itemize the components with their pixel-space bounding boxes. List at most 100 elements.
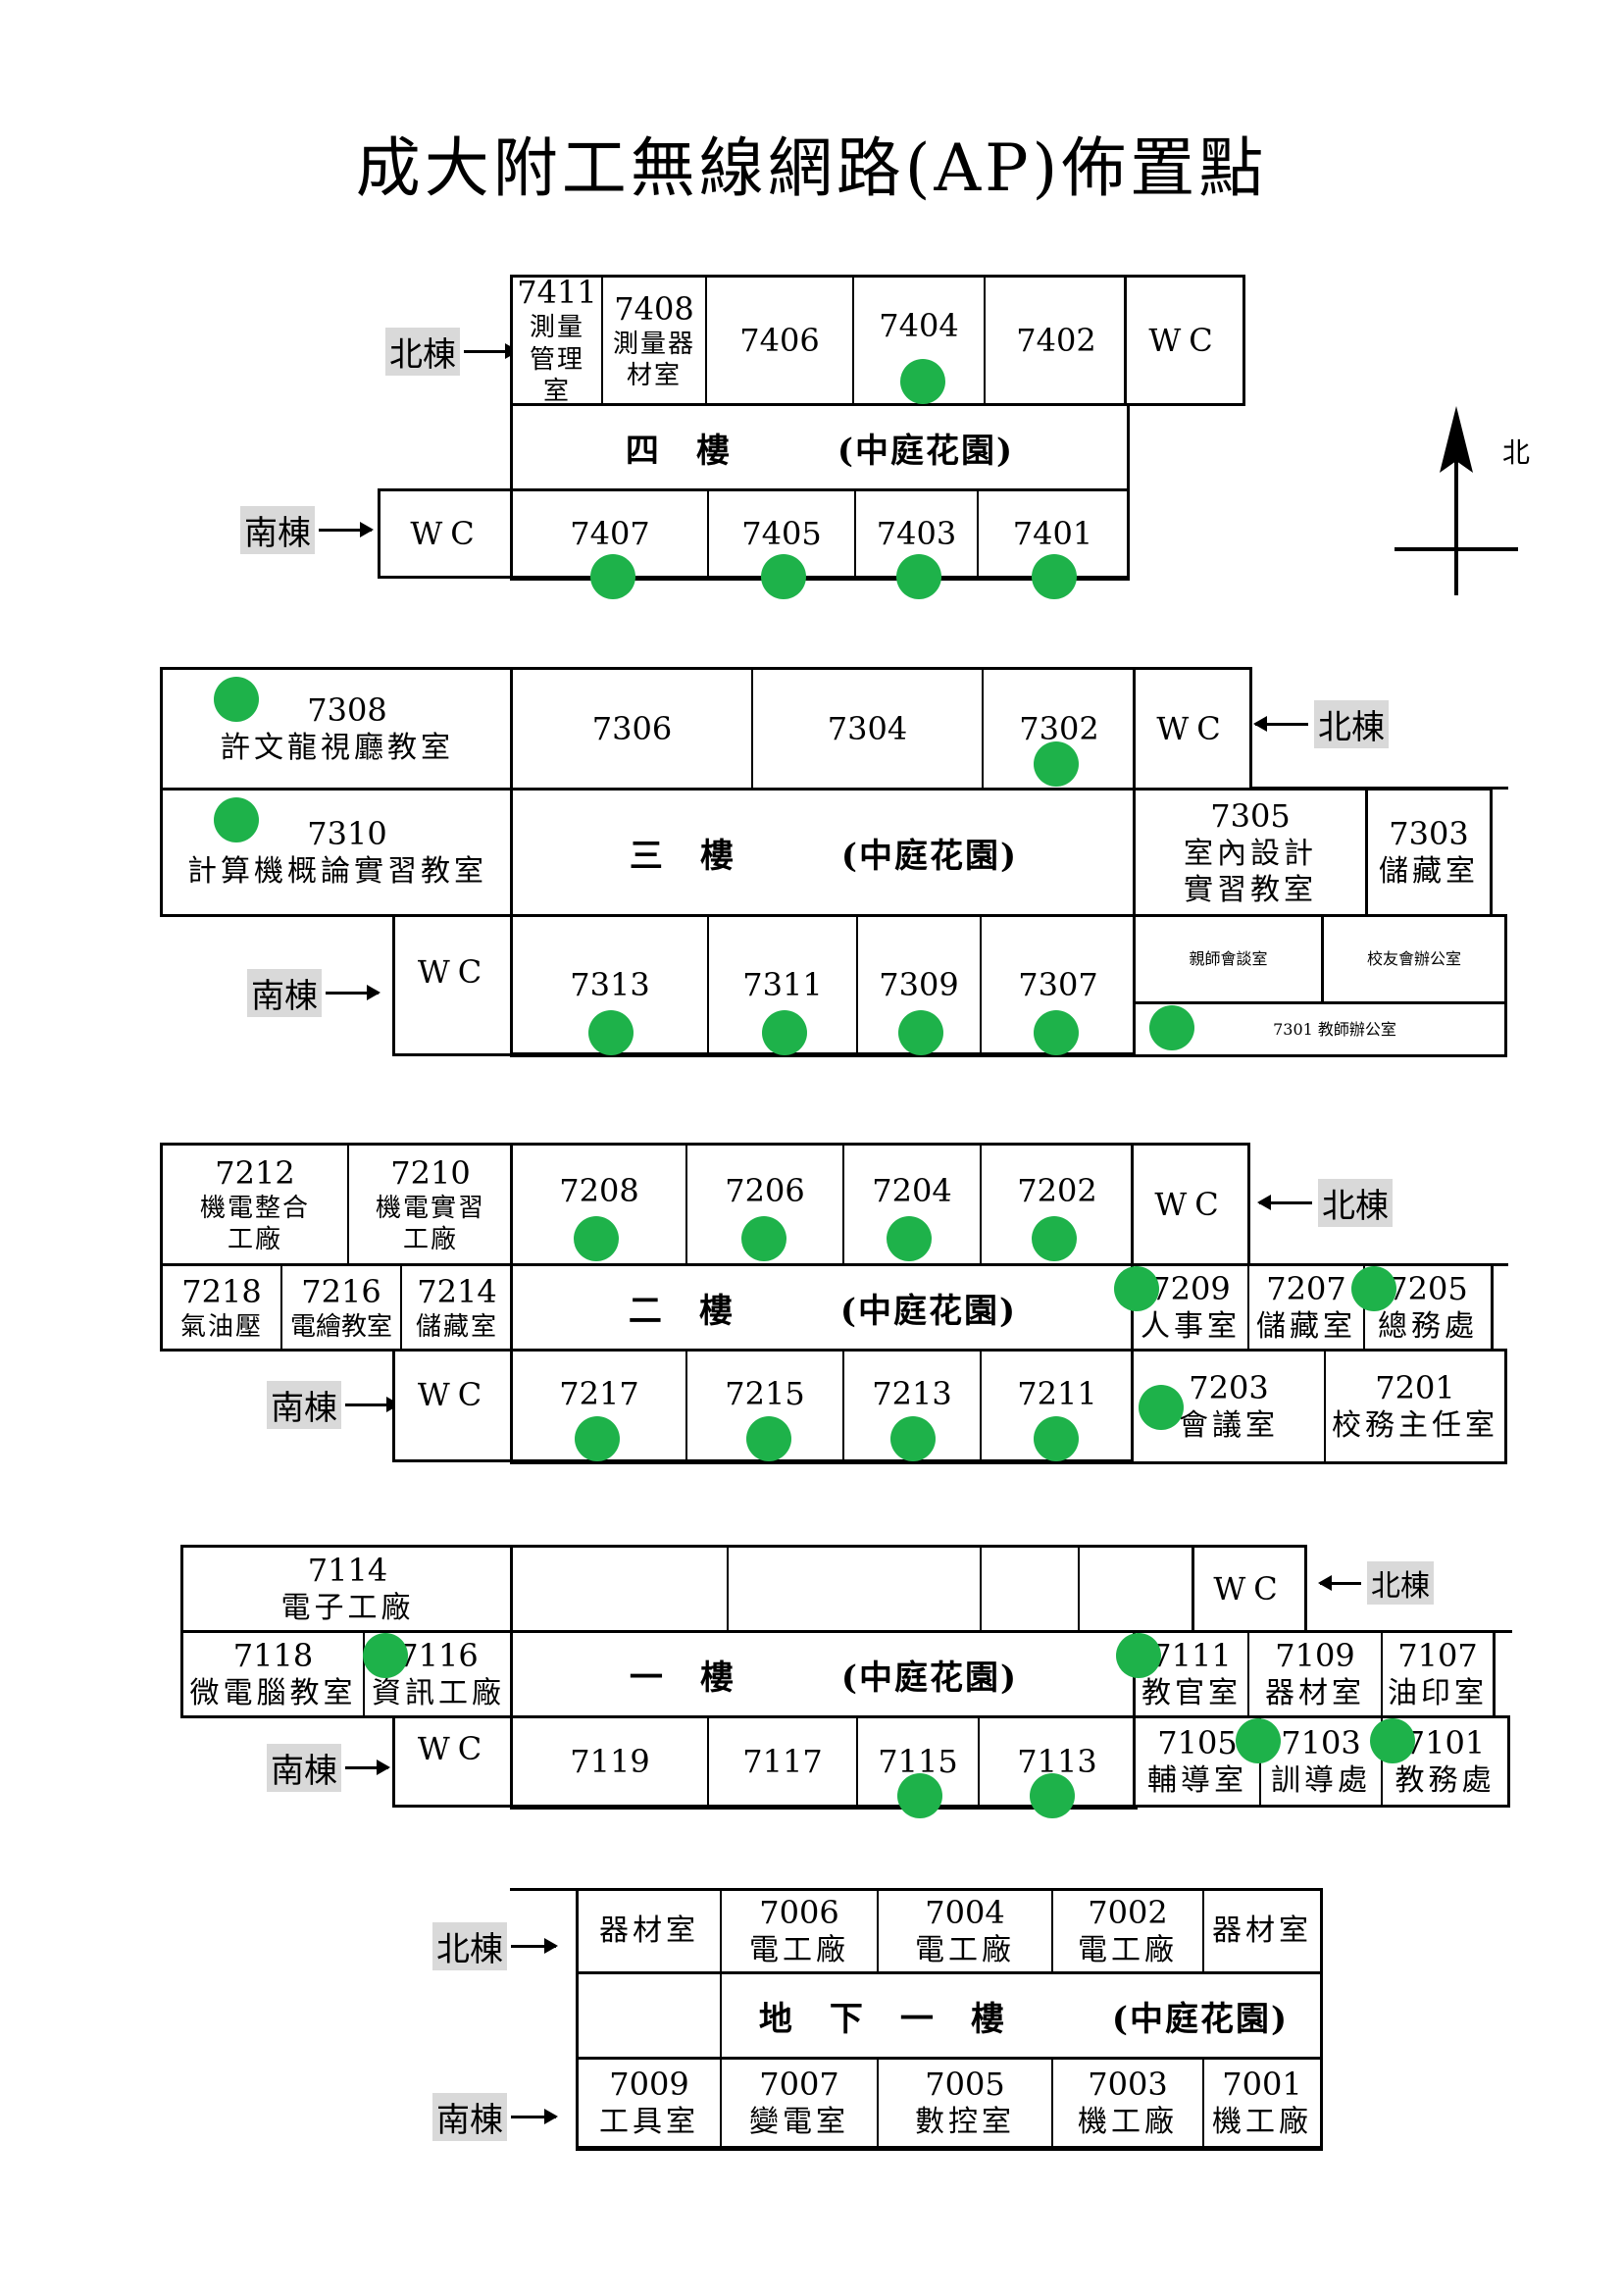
arrow-right-icon — [319, 522, 374, 537]
room-7109: 7109 器材室 — [1249, 1633, 1383, 1715]
b1-courtyard: 地 下 一 樓 (中庭花園) — [576, 1971, 1323, 2060]
arrow-right-icon — [345, 1760, 390, 1775]
room-7117: 7117 — [709, 1718, 858, 1805]
arrow-left-icon — [1257, 1195, 1312, 1210]
room-7404: 7404 — [854, 278, 986, 403]
b1-equipment-room-right: 器材室 — [1212, 1913, 1312, 1949]
arrow-right-icon — [345, 1397, 400, 1412]
f4-south-wc: WC — [378, 488, 515, 579]
room-7004: 7004 電工廠 — [879, 1891, 1053, 1971]
wing-label-north-2f: 北棟 — [1257, 1179, 1393, 1227]
f1-mid-right: 7111 教官室 7109 器材室 7107 油印室 — [1133, 1630, 1496, 1718]
wing-label-north-3f: 北棟 — [1253, 700, 1389, 748]
ap-point-7111 — [1116, 1633, 1161, 1678]
room-7207: 7207 儲藏室 — [1249, 1266, 1365, 1349]
ap-point-7205 — [1351, 1266, 1396, 1311]
wing-label-north-b1: 北棟 — [432, 1922, 558, 1970]
arrow-right-icon — [326, 985, 380, 1000]
f4-north-wc: WC — [1124, 275, 1245, 406]
room-7105: 7105 輔導室 — [1136, 1718, 1261, 1805]
room-7306: 7306 — [513, 670, 753, 788]
room-7205: 7205 總務處 — [1378, 1270, 1478, 1345]
b1-north-row: 器材室 7006 電工廠 7004 電工廠 7002 電工廠 器材室 — [576, 1888, 1323, 1974]
room-7003: 7003 機工廠 — [1053, 2060, 1204, 2146]
ap-point-7302 — [1034, 741, 1079, 787]
room-7208: 7208 — [513, 1146, 687, 1263]
arrow-right-icon — [511, 1938, 558, 1954]
room-7303: 7303 儲藏室 — [1365, 788, 1493, 917]
room-7202: 7202 — [1017, 1172, 1097, 1209]
room-7301: 7301 教師辦公室 — [1133, 1001, 1507, 1057]
room-7407: 7407 — [513, 491, 709, 576]
ap-point-7113 — [1030, 1773, 1075, 1818]
b1-equipment-room-left: 器材室 — [579, 1891, 722, 1971]
room-7305: 7305 室內設計 實習教室 — [1133, 788, 1368, 917]
room-7304: 7304 — [753, 670, 984, 788]
f1-north-room-2 — [729, 1548, 982, 1630]
ap-point-7115 — [897, 1773, 942, 1818]
room-7411: 7411 測量管理室 — [513, 274, 603, 406]
room-7203: 7203 會議室 — [1134, 1352, 1326, 1461]
f2-south-row: 7217 7215 7213 7211 — [510, 1349, 1136, 1464]
room-7116: 7116 資訊工廠 — [372, 1637, 505, 1711]
ap-point-7310 — [214, 797, 259, 842]
room-7103: 7103 訓導處 — [1261, 1718, 1383, 1805]
room-7007: 7007 變電室 — [722, 2060, 879, 2146]
ap-point-7403 — [896, 554, 941, 599]
wing-label-south-1f: 南棟 — [267, 1744, 390, 1792]
arrow-left-icon — [1318, 1574, 1361, 1591]
room-7406: 7406 — [707, 278, 854, 403]
room-7002: 7002 電工廠 — [1053, 1891, 1204, 1971]
room-alumni-office: 校友會辦公室 — [1321, 914, 1507, 1004]
ap-point-7103 — [1236, 1718, 1281, 1763]
ap-point-7404 — [900, 359, 945, 404]
ap-point-7203 — [1139, 1385, 1184, 1430]
ap-point-7308 — [214, 677, 259, 722]
f4-courtyard: 四 樓 (中庭花園) — [510, 403, 1130, 491]
f2-north-left: 7212 機電整合 工廠 7210 機電實習 工廠 — [160, 1143, 515, 1266]
f1-north-room-3 — [982, 1548, 1080, 1630]
f3-north-wc: WC — [1133, 667, 1252, 791]
room-7001: 7001 機工廠 — [1212, 2066, 1312, 2140]
room-7311: 7311 — [709, 917, 858, 1052]
room-7111: 7111 教官室 — [1136, 1633, 1249, 1715]
arrow-right-icon — [464, 343, 519, 359]
room-7201: 7201 校務主任室 — [1332, 1369, 1498, 1444]
room-7217: 7217 — [513, 1352, 687, 1459]
ap-point-7213 — [890, 1416, 936, 1461]
room-7101: 7101 教務處 — [1395, 1724, 1496, 1799]
f1-south-right: 7105 輔導室 7103 訓導處 7101 教務處 — [1133, 1715, 1510, 1808]
compass-north-label: 北 — [1502, 436, 1531, 469]
wing-label-north-4f: 北棟 — [385, 328, 519, 376]
room-7213: 7213 — [844, 1352, 982, 1459]
room-7206: 7206 — [687, 1146, 844, 1263]
ap-point-7313 — [588, 1010, 634, 1055]
ap-point-7116 — [363, 1633, 408, 1678]
room-7006: 7006 電工廠 — [722, 1891, 879, 1971]
wing-label-south-b1: 南棟 — [432, 2093, 558, 2141]
ap-point-7202 — [1032, 1216, 1077, 1261]
ap-point-7204 — [887, 1216, 932, 1261]
arrow-left-icon — [1253, 716, 1308, 732]
ap-point-7307 — [1034, 1010, 1079, 1055]
ap-point-7217 — [575, 1416, 620, 1461]
wing-label-south-3f: 南棟 — [247, 969, 380, 1017]
f2-mid-left: 7218 氣油壓 7216 電繪教室 7214 儲藏室 — [160, 1263, 515, 1352]
ap-point-7309 — [898, 1010, 943, 1055]
room-7310: 7310 計算機概論實習教室 — [160, 788, 515, 917]
f1-north-wc: WC — [1192, 1545, 1307, 1633]
f2-south-right: 7203 會議室 7201 校務主任室 — [1131, 1349, 1507, 1464]
divider — [510, 1888, 579, 1891]
f1-north-room-4 — [1080, 1548, 1193, 1630]
ap-point-7211 — [1034, 1416, 1079, 1461]
ap-point-7209 — [1114, 1266, 1159, 1311]
room-7313: 7313 — [513, 917, 709, 1052]
f1-south-wc: WC — [392, 1715, 515, 1808]
wing-label-north-1f: 北棟 — [1318, 1561, 1434, 1605]
room-parent-meeting: 親師會談室 — [1133, 914, 1324, 1004]
f2-north-wc: WC — [1131, 1143, 1250, 1266]
room-7401: 7401 — [1012, 515, 1093, 552]
room-7204: 7204 — [844, 1146, 982, 1263]
b1-courtyard-left — [579, 1974, 722, 2057]
arrow-right-icon — [511, 2109, 558, 2124]
